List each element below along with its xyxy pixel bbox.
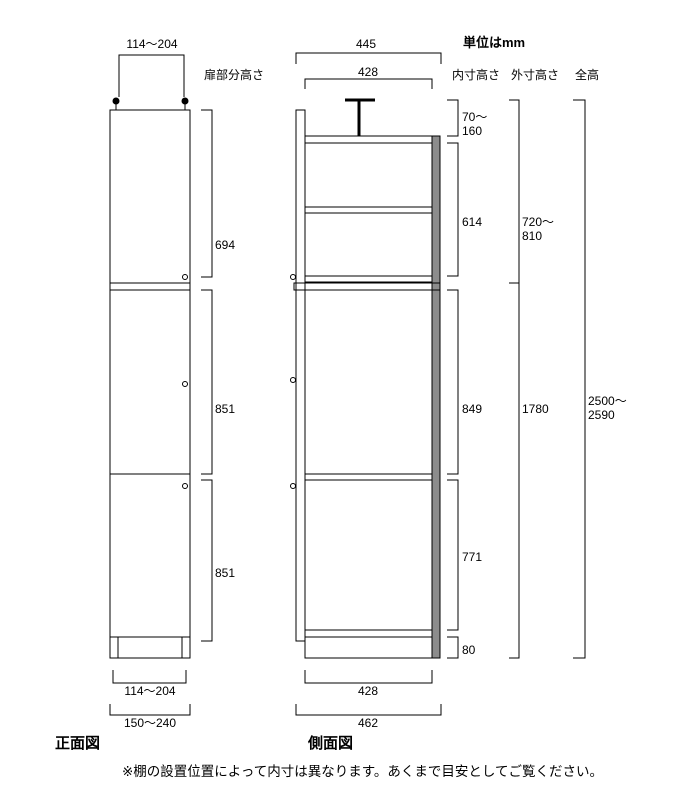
inner-height-5: 80 [462,643,476,657]
side-door-panel [295,109,306,642]
tension-bolt [112,97,120,105]
door-height-dim-2 [201,289,213,475]
outer-height-header: 外寸高さ [511,68,560,82]
inner-height-1: 70～ 160 [462,110,488,138]
inner-height-3: 849 [462,402,483,416]
inner-height-dim-2 [447,142,459,277]
side-top-inner-width-dim [304,78,433,89]
outer-height-1: 720～ 810 [522,215,555,243]
back-panel [431,135,441,659]
unit-label: 単位はmm [463,35,526,50]
footnote: ※棚の設置位置によって内寸は異なります。あくまで目安としてご覧ください。 [122,764,603,779]
side-top-inner-width: 428 [357,65,379,79]
side-top-outer-width: 445 [355,37,377,51]
door-knob [182,274,188,280]
front-top-width: 114～204 [126,37,178,51]
tension-bolt [181,97,189,105]
total-height-header: 全高 [575,68,600,82]
total-height: 2500～ 2590 [588,394,627,422]
side-bottom-inner-width: 428 [357,684,379,698]
inner-height-dim-3 [447,289,459,475]
side-view-label: 側面図 [308,735,354,752]
total-height-dim [573,99,586,659]
door-height-2: 851 [215,402,236,416]
door-height-dim-3 [201,479,213,642]
front-view-drawing [109,54,213,716]
inner-height-dim-5 [447,636,459,659]
front-bottom-outer-width: 150～240 [123,716,177,730]
front-bottom-inner-width: 114～204 [124,684,176,698]
side-top-outer-width-dim [295,52,442,64]
inner-height-4: 771 [462,550,483,564]
front-cabinet-body [109,109,191,659]
door-knob [290,483,296,489]
door-height-header: 扉部分高さ [204,68,265,82]
side-bottom-inner-width-dim [304,670,433,684]
door-height-1: 694 [215,238,236,252]
front-view-label: 正面図 [55,735,101,752]
side-view-drawing [290,52,586,716]
outer-height-dim-2 [509,282,520,659]
inner-height-dim-4 [447,479,459,631]
inner-height-header: 内寸高さ [452,68,501,82]
door-knob [290,274,296,280]
door-knob [182,381,188,387]
outer-height-2: 1780 [522,402,549,416]
front-bottom-inner-width-dim [112,670,187,684]
door-knob [290,377,296,383]
door-height-dim-1 [201,109,213,278]
side-cabinet-body [304,135,433,659]
door-height-3: 851 [215,566,236,580]
door-knob [182,483,188,489]
inner-height-dim-1 [447,99,459,137]
side-bottom-outer-width-dim [295,704,442,716]
outer-height-dim-1 [509,99,520,284]
front-top-width-dim [118,54,185,97]
inner-height-2: 614 [462,215,483,229]
front-bottom-outer-width-dim [109,704,191,716]
side-bottom-outer-width: 462 [357,716,379,730]
